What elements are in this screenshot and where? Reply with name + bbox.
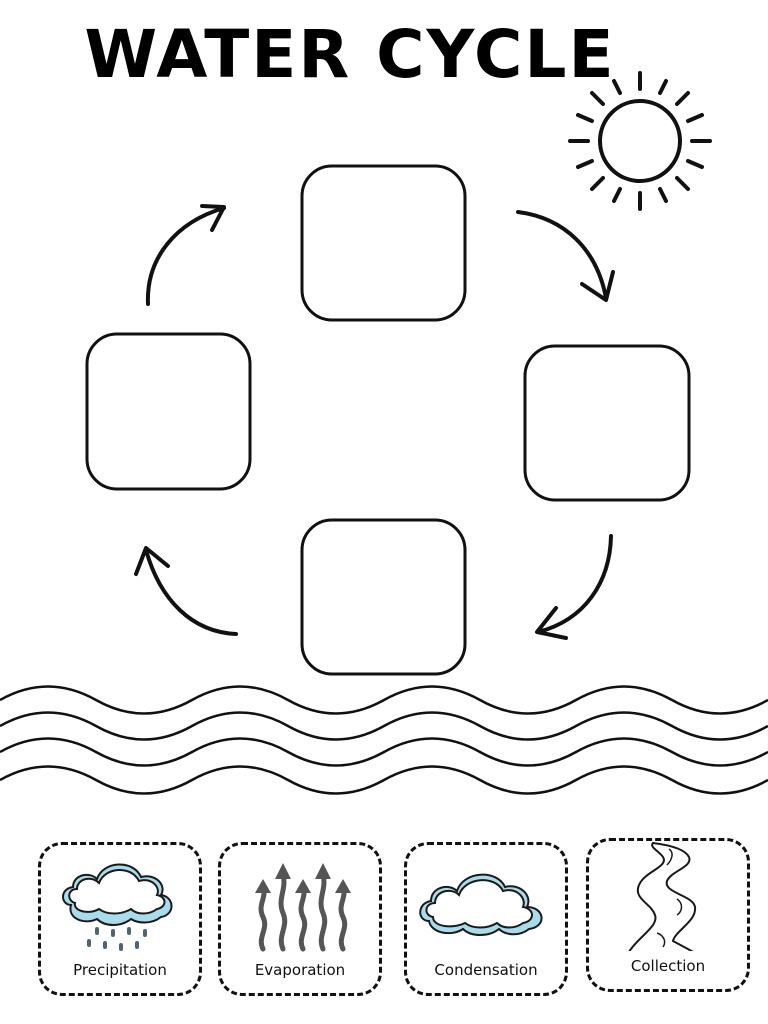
card-collection[interactable]: Collection (586, 838, 750, 992)
page-title: WATER CYCLE (84, 16, 616, 93)
card-label-condensation: Condensation (434, 961, 538, 979)
water-waves (0, 685, 768, 795)
precipitation-icon (62, 863, 173, 951)
cycle-box-left[interactable] (85, 332, 252, 491)
evaporation-icon (255, 863, 351, 952)
wave-line (0, 711, 768, 741)
cycle-box-bottom[interactable] (300, 518, 467, 676)
cycle-box-top[interactable] (300, 164, 467, 322)
arrow-bottom-to-left (134, 546, 238, 636)
sun-icon (568, 71, 712, 211)
card-precipitation[interactable]: Precipitation (38, 842, 202, 996)
card-evaporation[interactable]: Evaporation (218, 842, 382, 996)
card-condensation[interactable]: Condensation (404, 842, 568, 996)
arrow-left-to-top (145, 204, 226, 306)
card-label-evaporation: Evaporation (254, 961, 346, 979)
wave-line (0, 737, 768, 767)
wave-line (0, 765, 768, 795)
condensation-icon (419, 873, 543, 936)
card-label-collection: Collection (630, 957, 706, 975)
arrow-right-to-bottom (535, 534, 613, 640)
cycle-diagram (0, 71, 768, 795)
wave-line (0, 685, 768, 715)
cycle-box-right[interactable] (523, 344, 691, 502)
card-label-precipitation: Precipitation (73, 961, 167, 979)
collection-icon (628, 841, 697, 951)
arrow-top-to-right (516, 210, 615, 302)
